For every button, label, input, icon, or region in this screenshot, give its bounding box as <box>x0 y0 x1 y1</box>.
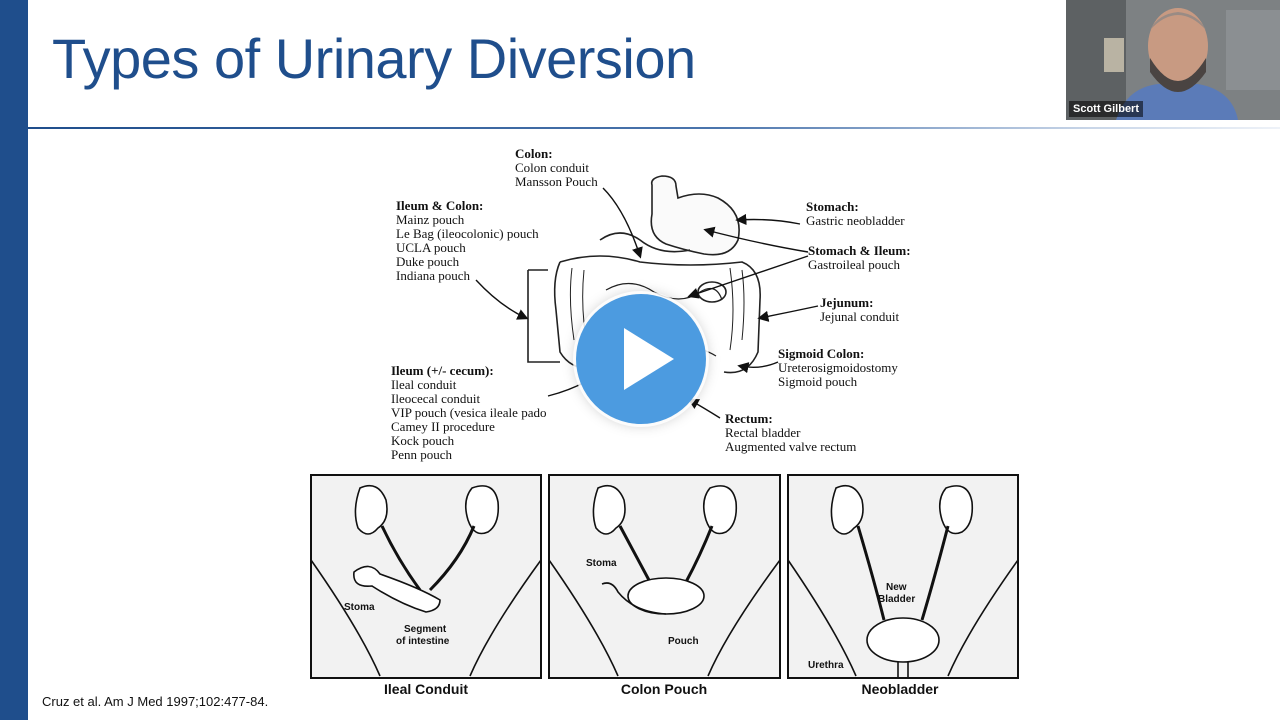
webcam-video[interactable]: Scott Gilbert <box>1066 0 1280 120</box>
label-sigmoid-item: Sigmoid pouch <box>778 374 858 389</box>
label-pouch: Pouch <box>668 636 699 647</box>
label-of-intestine: of intestine <box>396 636 450 647</box>
label-rectum-heading: Rectum: <box>725 411 773 426</box>
annotation-arrows <box>475 187 819 419</box>
slide-title: Types of Urinary Diversion <box>52 27 696 90</box>
panel-ileal-conduit: Stoma Segment of intestine Ileal Conduit <box>310 474 542 697</box>
label-ileum-item: Kock pouch <box>391 433 455 448</box>
label-rectum-item: Rectal bladder <box>725 425 801 440</box>
slide-accent-bar <box>0 0 28 720</box>
label-ileum-colon-item: Indiana pouch <box>396 268 471 283</box>
panel-caption: Ileal Conduit <box>384 681 468 697</box>
label-ileum-colon-item: Le Bag (ileocolonic) pouch <box>396 226 539 241</box>
webcam-image <box>1066 0 1280 120</box>
label-urethra: Urethra <box>808 660 844 671</box>
panel-caption: Colon Pouch <box>621 681 707 697</box>
label-segment: Segment <box>404 624 447 635</box>
diagram-labels: Colon: Colon conduit Mansson Pouch Ileum… <box>391 146 911 462</box>
title-divider <box>28 127 1280 129</box>
label-ileum-item: VIP pouch (vesica ileale pado <box>391 405 546 420</box>
label-ileum-item: Camey II procedure <box>391 419 495 434</box>
label-ileum-item: Ileal conduit <box>391 377 457 392</box>
play-button[interactable] <box>576 294 706 424</box>
label-ileum-item: Penn pouch <box>391 447 453 462</box>
label-stomach-heading: Stomach: <box>806 199 859 214</box>
label-stoma: Stoma <box>344 602 375 613</box>
label-ileum-heading: Ileum (+/- cecum): <box>391 363 494 378</box>
citation-text: Cruz et al. Am J Med 1997;102:477-84. <box>42 694 269 709</box>
label-sigmoid-heading: Sigmoid Colon: <box>778 346 864 361</box>
label-jejunum-item: Jejunal conduit <box>820 309 899 324</box>
label-bladder: Bladder <box>878 594 915 605</box>
label-colon-item: Mansson Pouch <box>515 174 598 189</box>
participant-name-label: Scott Gilbert <box>1069 101 1144 117</box>
label-rectum-item: Augmented valve rectum <box>725 439 856 454</box>
panel-neobladder: New Bladder Urethra Neobladder <box>787 474 1019 697</box>
label-ileum-colon-item: Mainz pouch <box>396 212 465 227</box>
label-ileum-colon-heading: Ileum & Colon: <box>396 198 483 213</box>
label-ileum-item: Ileocecal conduit <box>391 391 481 406</box>
panel-colon-pouch: Stoma Pouch Colon Pouch <box>548 474 781 697</box>
label-ileum-colon-item: UCLA pouch <box>396 240 466 255</box>
label-stoma: Stoma <box>586 558 617 569</box>
label-jejunum-heading: Jejunum: <box>820 295 873 310</box>
label-new: New <box>886 582 907 593</box>
label-colon-item: Colon conduit <box>515 160 589 175</box>
label-stomach-ileum-heading: Stomach & Ileum: <box>808 243 911 258</box>
label-sigmoid-item: Ureterosigmoidostomy <box>778 360 898 375</box>
panel-caption: Neobladder <box>861 681 939 697</box>
play-icon <box>624 328 674 390</box>
label-ileum-colon-item: Duke pouch <box>396 254 460 269</box>
label-colon-heading: Colon: <box>515 146 553 161</box>
label-stomach-ileum-item: Gastroileal pouch <box>808 257 901 272</box>
label-stomach-item: Gastric neobladder <box>806 213 905 228</box>
gi-tract-illustration <box>527 175 761 374</box>
